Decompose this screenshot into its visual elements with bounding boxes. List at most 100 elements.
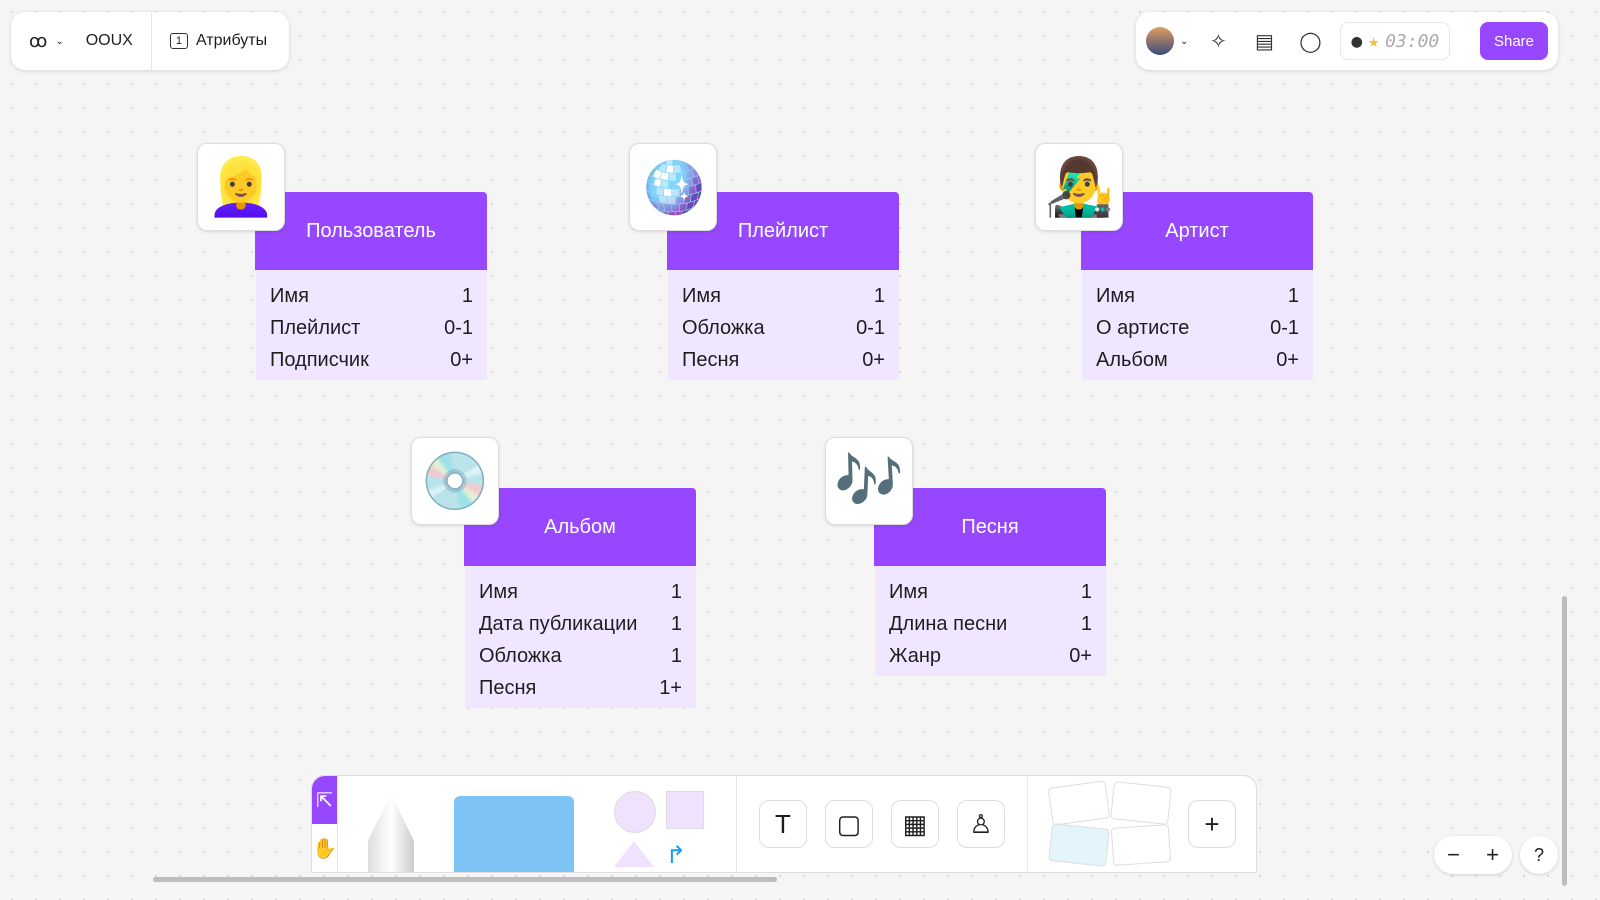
attribute-row: Имя 1 [1096, 280, 1299, 312]
shapes-tool[interactable]: ↱ [613, 791, 706, 872]
file-name[interactable]: OOUX [85, 32, 133, 49]
attribute-name: Имя [270, 284, 309, 307]
attribute-name: Длина песни [889, 612, 1008, 635]
attribute-row: Плейлист 0-1 [270, 312, 473, 344]
music-disc-icon: ● [1351, 30, 1363, 52]
attribute-name: Жанр [889, 644, 941, 667]
attribute-name: Имя [479, 580, 518, 603]
attribute-row: Обложка 0-1 [682, 312, 885, 344]
section-icon: ▢ [836, 808, 862, 839]
attribute-row: Обложка 1 [479, 640, 682, 672]
attribute-cardinality: 1 [670, 644, 682, 667]
object-emoji-icon[interactable]: 🪩 [629, 143, 717, 231]
horizontal-scrollbar[interactable] [153, 877, 777, 882]
attribute-name: Альбом [1096, 348, 1168, 371]
attribute-name: Песня [682, 348, 740, 371]
attribute-cardinality: 0+ [450, 348, 473, 371]
text-tool[interactable]: T [758, 800, 807, 848]
triangle-icon [613, 841, 654, 867]
hand-tool[interactable]: ✋ [312, 824, 337, 872]
attribute-row: О артисте 0-1 [1096, 312, 1299, 344]
main-menu-button[interactable]: ꝏ⌄ [11, 12, 82, 70]
more-tools-button[interactable]: + [1187, 800, 1236, 848]
help-button[interactable]: ? [1520, 836, 1558, 874]
attribute-cardinality: 1+ [659, 676, 682, 699]
attribute-name: Дата публикации [479, 612, 638, 635]
attribute-name: О артисте [1096, 316, 1190, 339]
attribute-cardinality: 0-1 [1270, 316, 1299, 339]
timer[interactable]: ●★03:00 [1340, 22, 1451, 60]
attribute-cardinality: 1 [670, 612, 682, 635]
attribute-row: Имя 1 [270, 280, 473, 312]
object-emoji-icon[interactable]: 👱‍♀️ [197, 143, 285, 231]
attribute-name: Имя [1096, 284, 1135, 307]
attribute-row: Дата публикации 1 [479, 608, 682, 640]
zoom-in-button[interactable]: + [1486, 842, 1499, 867]
divider [150, 12, 152, 70]
templates-button[interactable] [1047, 780, 1172, 867]
comment-icon[interactable]: ◯ [1299, 30, 1322, 53]
star-icon: ★ [1368, 30, 1380, 52]
object-emoji-icon[interactable]: 🎶 [825, 437, 913, 525]
attribute-row: Имя 1 [479, 576, 682, 608]
sticky-note-tool[interactable] [453, 796, 574, 872]
share-button[interactable]: Share [1479, 22, 1548, 60]
object-emoji-icon[interactable]: 👨‍🎤 [1035, 143, 1123, 231]
square-icon [665, 791, 704, 829]
attribute-name: Обложка [479, 644, 562, 667]
attribute-name: Плейлист [270, 316, 361, 339]
cursor-icon: ⇱ [316, 789, 333, 812]
layout-icon[interactable]: ▤ [1254, 30, 1274, 53]
select-tool[interactable]: ⇱ [312, 776, 337, 824]
attribute-cardinality: 1 [1080, 580, 1092, 603]
object-card-title: Альбом [464, 488, 696, 566]
user-menu[interactable]: ⌄ [1146, 27, 1188, 55]
text-icon: T [774, 808, 791, 839]
avatar [1146, 27, 1174, 55]
hand-icon: ✋ [312, 837, 337, 860]
attribute-name: Обложка [682, 316, 765, 339]
zoom-out-button[interactable]: − [1447, 842, 1460, 867]
attribute-cardinality: 0-1 [856, 316, 885, 339]
attribute-row: Песня 1+ [479, 672, 682, 704]
figma-logo-icon: ꝏ [29, 30, 48, 51]
attribute-cardinality: 0-1 [444, 316, 473, 339]
template-thumbnail [1110, 781, 1172, 825]
attribute-cardinality: 1 [670, 580, 682, 603]
zoom-controls: −+ [1434, 836, 1512, 874]
table-tool[interactable]: ▦ [890, 800, 939, 848]
marker-tool[interactable] [367, 794, 414, 872]
attribute-cardinality: 0+ [1069, 644, 1092, 667]
page-selector[interactable]: 1 Атрибуты [152, 12, 285, 70]
attribute-cardinality: 1 [461, 284, 473, 307]
attribute-cardinality: 1 [1287, 284, 1299, 307]
table-icon: ▦ [902, 808, 928, 839]
timer-value: 03:00 [1385, 30, 1440, 52]
object-card-title: Пользователь [255, 192, 487, 270]
attribute-cardinality: 1 [873, 284, 885, 307]
object-emoji-icon[interactable]: 💿 [411, 437, 499, 525]
section-tool[interactable]: ▢ [824, 800, 873, 848]
ai-sparkle-icon[interactable]: ✧ [1210, 30, 1227, 53]
attribute-name: Песня [479, 676, 537, 699]
page-name: Атрибуты [195, 32, 268, 49]
stamp-icon: ♙ [969, 808, 993, 839]
page-icon: 1 [169, 33, 188, 49]
attribute-cardinality: 0+ [1276, 348, 1299, 371]
top-right-toolbar: ⌄ ✧ ▤ ◯ ●★03:00 Share [1136, 12, 1558, 70]
attribute-cardinality: 1 [1080, 612, 1092, 635]
attribute-row: Альбом 0+ [1096, 344, 1299, 376]
vertical-scrollbar[interactable] [1562, 596, 1567, 886]
stamp-tool[interactable]: ♙ [956, 800, 1005, 848]
question-icon: ? [1533, 844, 1544, 865]
